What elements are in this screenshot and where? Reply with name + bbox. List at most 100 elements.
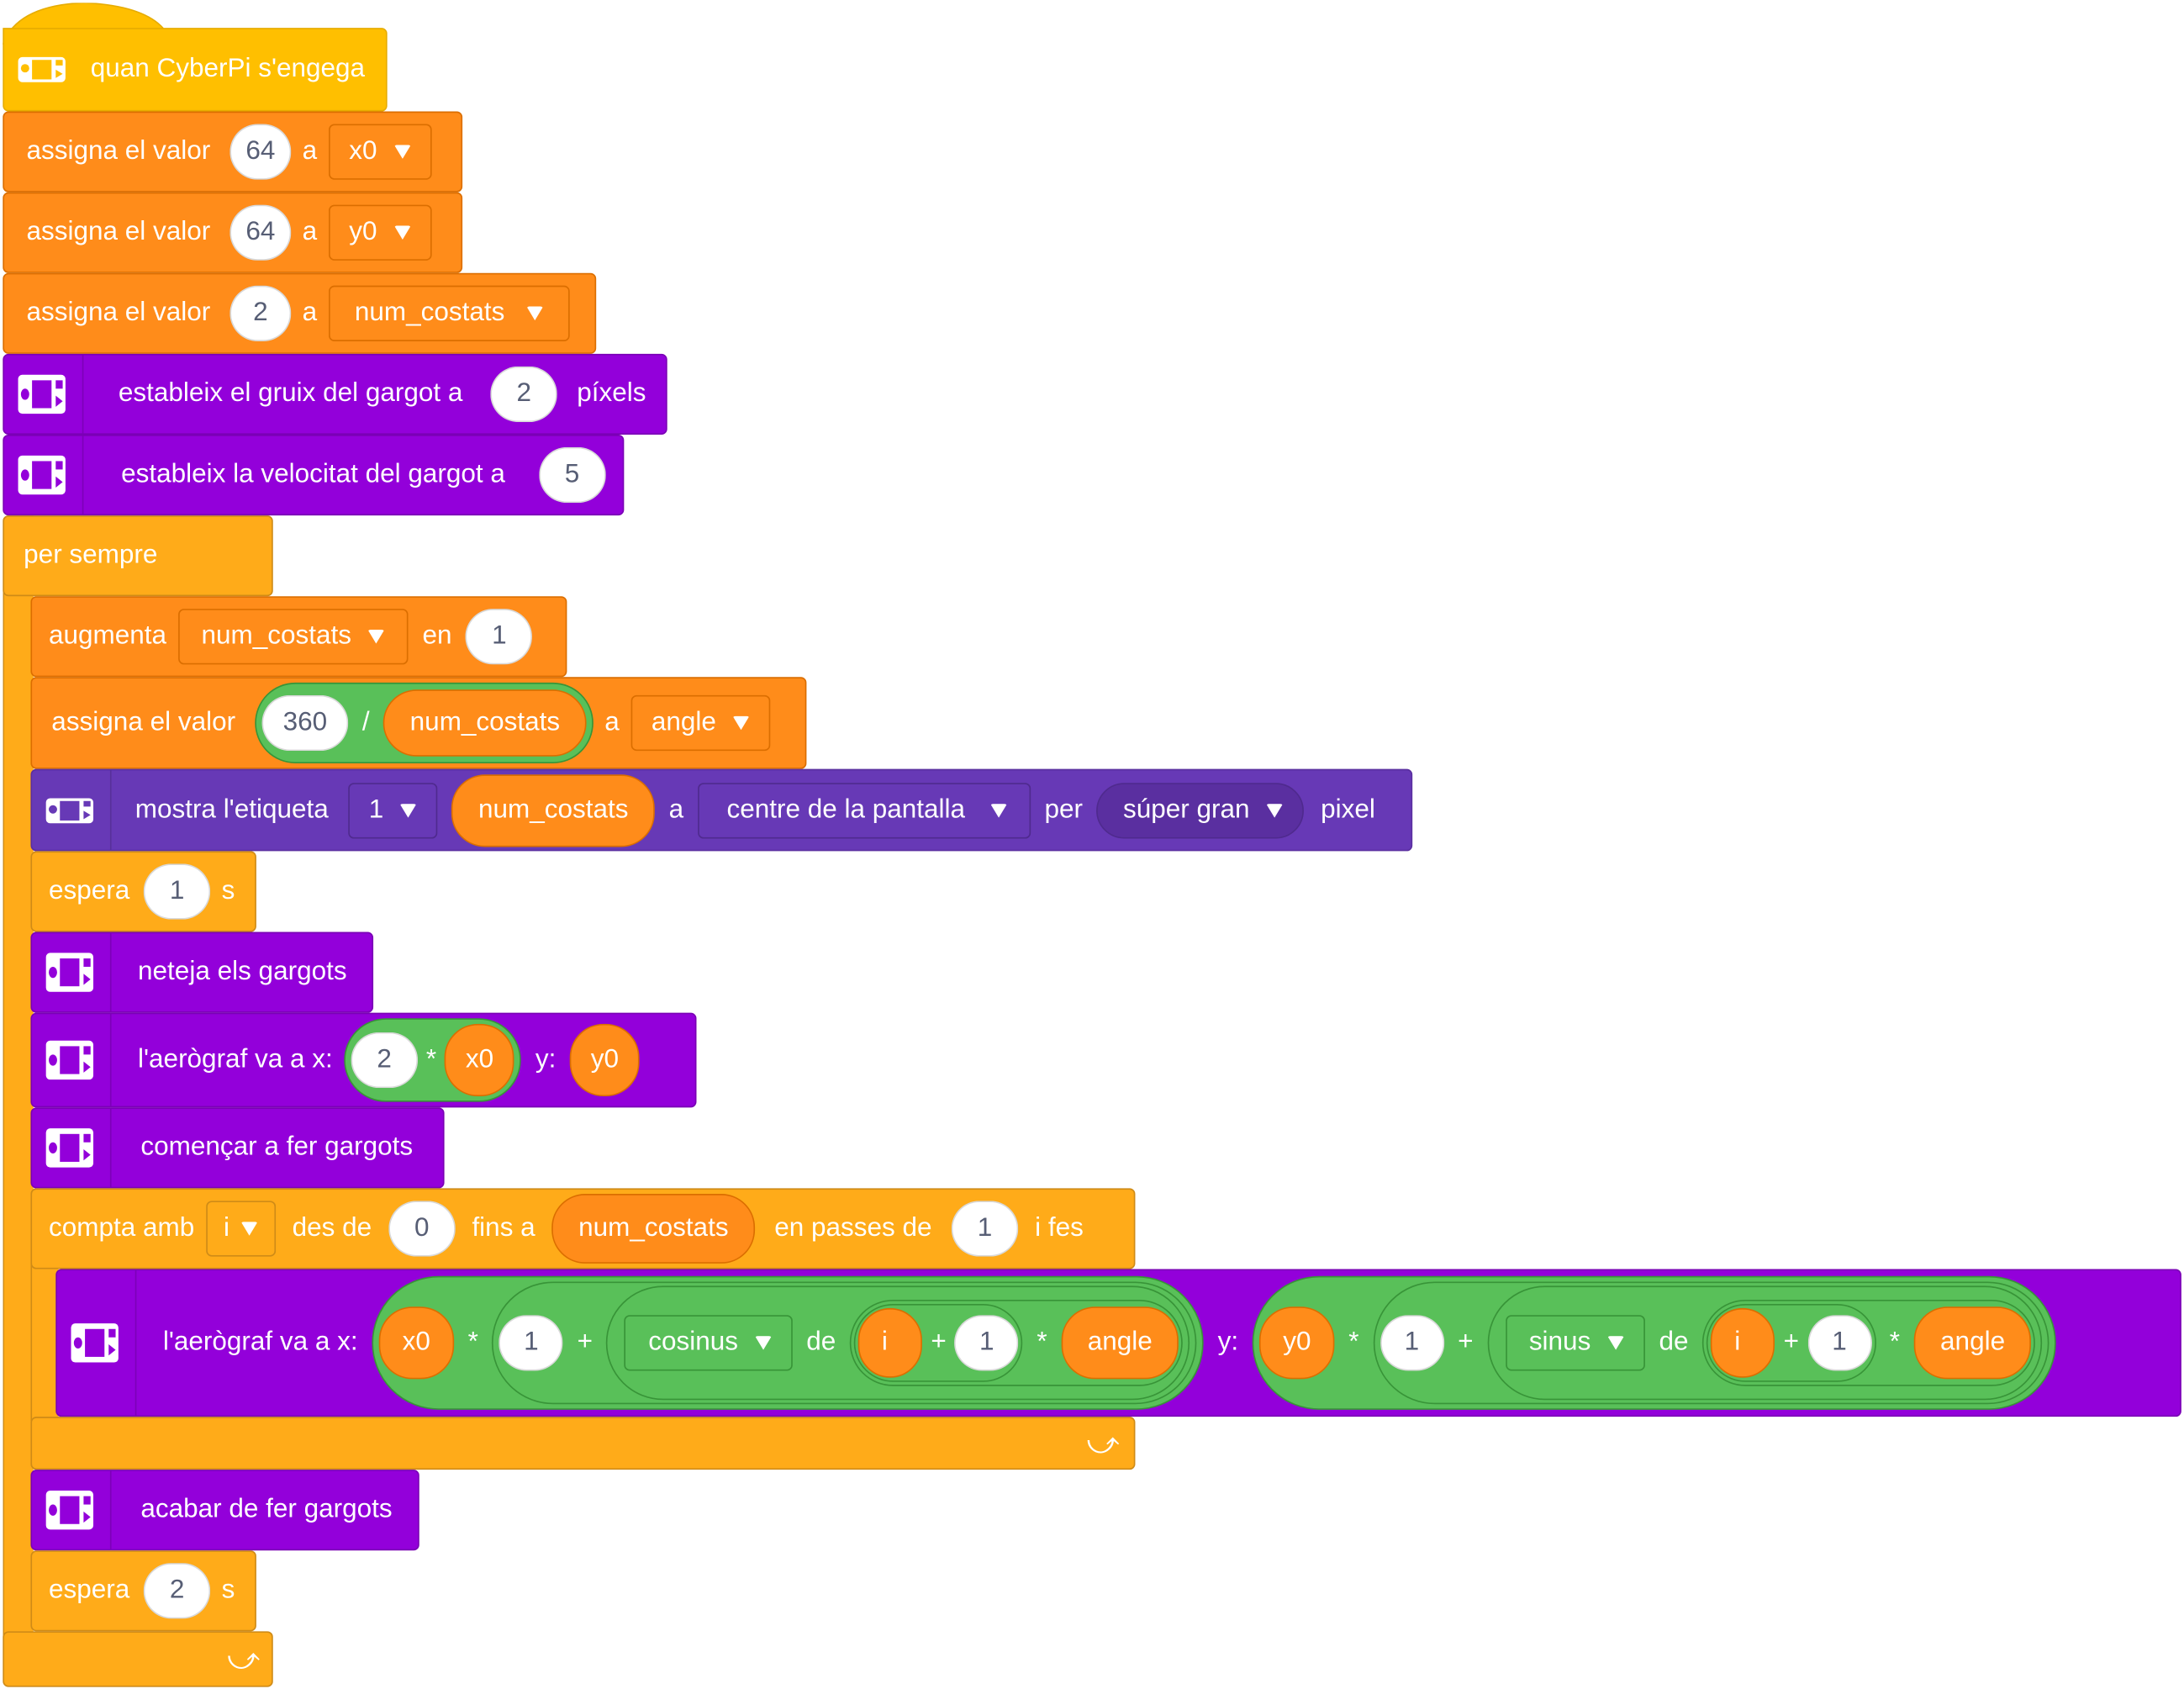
num-costats-reporter[interactable]: num_costats [383, 689, 587, 757]
y-label: y: [535, 1044, 557, 1074]
y-multiply-angle-operator[interactable]: i + 1 * angle [1702, 1299, 2036, 1386]
forever-label: per sempre [24, 540, 158, 570]
x-multiply-operator[interactable]: x0 * 1 + cosinus de i + 1 * angle [372, 1275, 1205, 1410]
seconds-label: s [221, 1576, 235, 1605]
i-reporter[interactable]: i [1711, 1307, 1775, 1378]
x-add-operator[interactable]: 1 + cosinus de i + 1 * angle [492, 1281, 1197, 1405]
set-pen-speed-block[interactable]: estableix la velocitat del gargot a 5 [3, 434, 625, 516]
one-input[interactable]: 1 [1807, 1315, 1872, 1371]
cyberpi-device-icon [71, 1323, 119, 1363]
change-value-input[interactable]: 1 [466, 609, 533, 665]
i-reporter[interactable]: i [857, 1307, 923, 1378]
for-loop-bottom: ⤻ [30, 1417, 1136, 1470]
show-label-text: mostra l'etiqueta [135, 794, 329, 825]
angle-reporter[interactable]: angle [1913, 1306, 2032, 1380]
variable-dropdown[interactable]: x0 [328, 124, 432, 180]
pen-goto-trig-block[interactable]: l'aerògraf va a x: x0 * 1 + cosinus de i… [55, 1269, 2181, 1417]
trig-function-dropdown[interactable]: sinus [1505, 1315, 1645, 1371]
set-num-costats-block[interactable]: assigna el valor 2 a num_costats [3, 272, 597, 354]
goto-label: l'aerògraf va a x: [138, 1044, 333, 1074]
sin-function-operator[interactable]: sinus de i + 1 * angle [1487, 1285, 2043, 1401]
num-costats-reporter[interactable]: num_costats [551, 1194, 756, 1264]
show-label-block[interactable]: mostra l'etiqueta 1 num_costats a centre… [30, 768, 1413, 852]
cos-function-operator[interactable]: cosinus de i + 1 * angle [606, 1285, 1190, 1401]
variable-name: y0 [349, 217, 377, 247]
y0-reporter[interactable]: y0 [569, 1023, 640, 1097]
set-x0-block[interactable]: assigna el valor 64 a x0 [3, 111, 463, 193]
y-add-operator[interactable]: 1 + sinus de i + 1 * angle [1373, 1281, 2050, 1405]
one-input[interactable]: 1 [954, 1315, 1019, 1371]
cyberpi-device-icon [45, 953, 94, 992]
step-input[interactable]: 1 [951, 1201, 1019, 1257]
set-y0-block[interactable]: assigna el valor 64 a y0 [3, 192, 463, 273]
variable-dropdown[interactable]: num_costats [328, 285, 571, 341]
label-index: 1 [368, 794, 384, 825]
pen-goto-block[interactable]: l'aerògraf va a x: 2 * x0 y: y0 [30, 1012, 697, 1108]
set-label: assigna el valor [26, 298, 211, 328]
num-costats-reporter[interactable]: num_costats [451, 773, 655, 847]
dropdown-arrow-icon [1266, 803, 1284, 817]
dividend-input[interactable]: 360 [261, 694, 349, 752]
cyberpi-device-icon [45, 797, 94, 823]
one-input[interactable]: 1 [1380, 1315, 1444, 1371]
wait-1-block[interactable]: espera 1 s [30, 851, 256, 932]
icon-separator [82, 435, 84, 515]
forever-loop-bottom: ⤻ [3, 1631, 273, 1687]
label-index-dropdown[interactable]: 1 [347, 782, 438, 838]
for-loop-block[interactable]: compta amb i des de 0 fins a num_costats… [30, 1188, 1136, 1269]
pen-speed-input[interactable]: 5 [538, 446, 606, 504]
wait-label: espera [48, 876, 130, 906]
change-label: augmenta [48, 621, 167, 651]
size-dropdown[interactable]: súper gran [1096, 782, 1305, 838]
variable-dropdown[interactable]: y0 [328, 204, 432, 261]
from-input[interactable]: 0 [388, 1201, 456, 1257]
y-multiply-operator[interactable]: y0 * 1 + sinus de i + 1 * angle [1252, 1275, 2057, 1410]
forever-block[interactable]: per sempre [3, 515, 273, 597]
clear-pen-block[interactable]: neteja els gargots [30, 932, 374, 1013]
wait-seconds-input[interactable]: 1 [143, 863, 211, 920]
icon-separator [109, 770, 112, 850]
one-input[interactable]: 1 [499, 1315, 564, 1371]
position-value: centre de la pantalla [726, 794, 966, 825]
set-label: assigna el valor [51, 707, 236, 737]
dropdown-arrow-icon [754, 1336, 772, 1350]
hat-block-when-cyberpi-starts[interactable]: quan CyberPi s'engega [3, 28, 388, 112]
clear-label: neteja els gargots [138, 957, 347, 987]
set-angle-block[interactable]: assigna el valor 360 / num_costats a ang… [30, 677, 807, 769]
x0-reporter[interactable]: x0 [378, 1306, 455, 1380]
do-label: i fes [1035, 1213, 1084, 1243]
multiply-operator[interactable]: 2 * x0 [344, 1018, 522, 1102]
wait-seconds-input[interactable]: 2 [143, 1563, 211, 1619]
pen-size-input[interactable]: 2 [490, 366, 558, 423]
trig-function-dropdown[interactable]: cosinus [625, 1315, 793, 1371]
loop-variable-dropdown[interactable]: i [205, 1201, 276, 1257]
value-input[interactable]: 64 [229, 204, 292, 261]
pen-down-block[interactable]: començar a fer gargots [30, 1107, 445, 1189]
x-multiply-angle-operator[interactable]: i + 1 * angle [849, 1299, 1184, 1386]
position-dropdown[interactable]: centre de la pantalla [697, 782, 1031, 838]
loop-variable: i [224, 1213, 230, 1243]
value-input[interactable]: 64 [229, 124, 292, 180]
wait-2-block[interactable]: espera 2 s [30, 1550, 256, 1632]
trig-function: cosinus [648, 1327, 739, 1357]
value-input[interactable]: 2 [229, 285, 292, 341]
y0-reporter[interactable]: y0 [1259, 1306, 1335, 1380]
multiplier-input[interactable]: 2 [351, 1032, 418, 1089]
change-num-costats-block[interactable]: augmenta num_costats en 1 [30, 596, 567, 678]
variable-dropdown[interactable]: num_costats [177, 609, 409, 665]
dropdown-arrow-icon [240, 1222, 258, 1236]
divide-operator[interactable]: 360 / num_costats [255, 682, 593, 764]
dropdown-arrow-icon [526, 306, 544, 321]
at-label: a [668, 794, 684, 825]
variable-dropdown[interactable]: angle [630, 694, 771, 752]
multiply-symbol: * [1037, 1327, 1047, 1357]
x-i-plus-one-operator[interactable]: i + 1 [853, 1303, 1023, 1382]
goto-label: l'aerògraf va a x: [162, 1327, 358, 1357]
set-pen-size-block[interactable]: estableix el gruix del gargot a 2 píxels [3, 353, 667, 435]
dropdown-arrow-icon [1607, 1336, 1625, 1350]
x0-reporter[interactable]: x0 [445, 1023, 515, 1097]
y-i-plus-one-operator[interactable]: i + 1 [1707, 1303, 1876, 1382]
angle-reporter[interactable]: angle [1061, 1306, 1179, 1380]
icon-separator [109, 1108, 112, 1187]
pen-up-block[interactable]: acabar de fer gargots [30, 1470, 419, 1551]
